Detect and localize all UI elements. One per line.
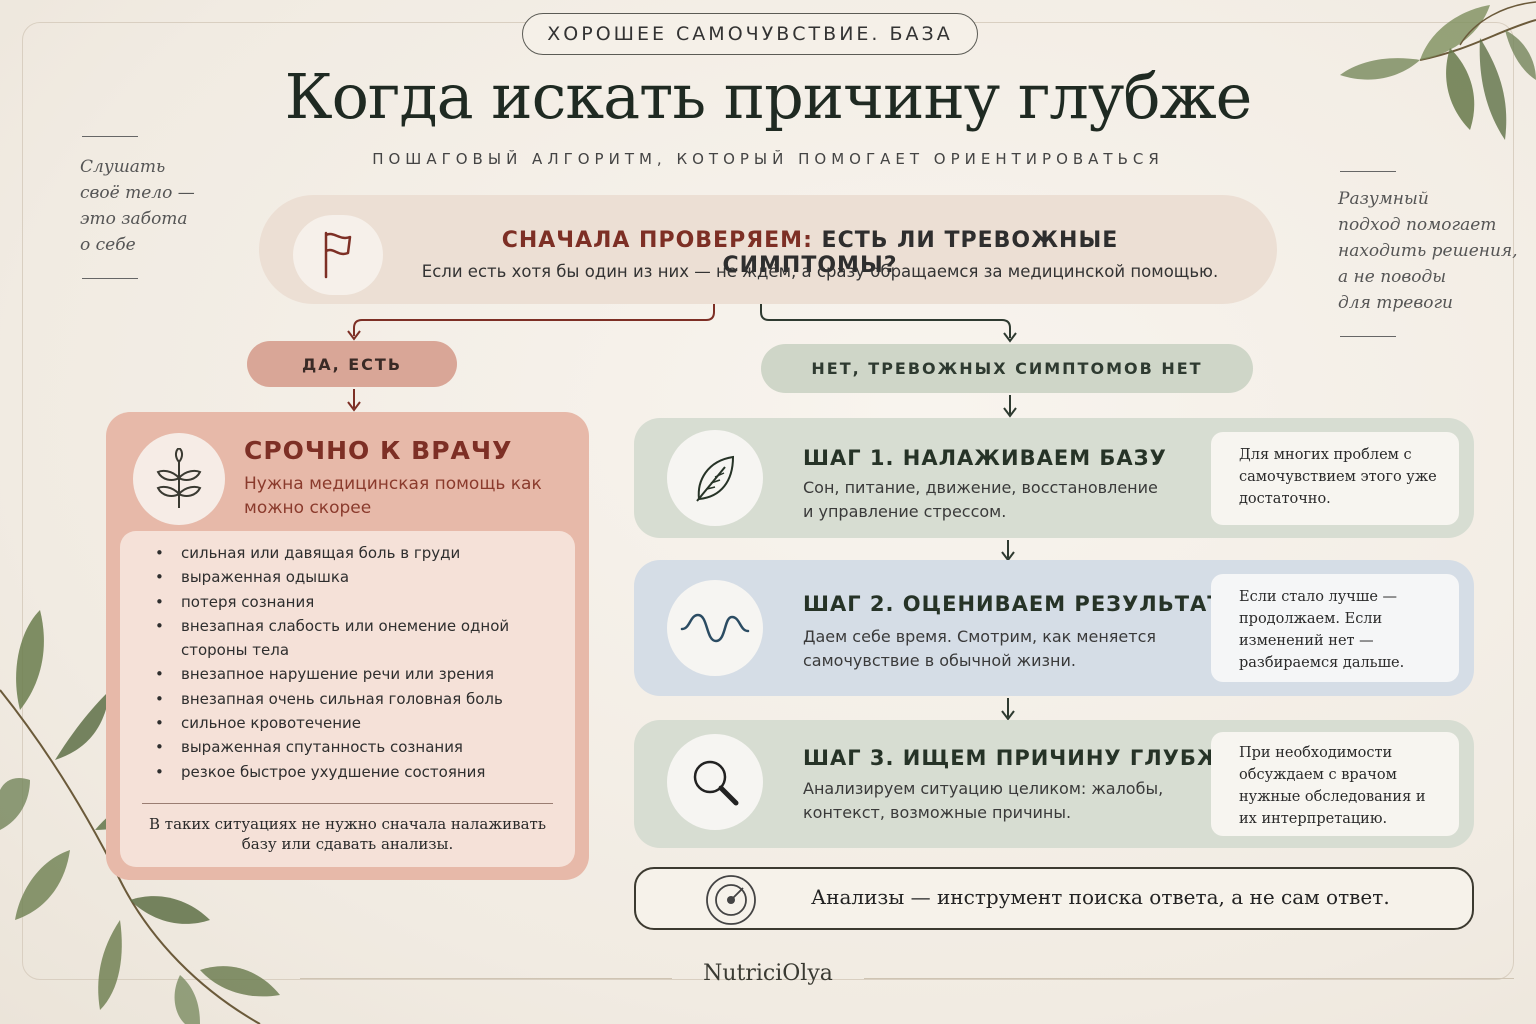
quote-right-line: Разумный <box>1338 189 1429 209</box>
step-2-title: ШАГ 2. ОЦЕНИВАЕМ РЕЗУЛЬТАТ <box>803 592 1223 616</box>
header-label: ХОРОШЕЕ САМОЧУВСТВИЕ. БАЗА <box>547 23 953 45</box>
bottom-statement-text: Анализы — инструмент поиска ответа, а не… <box>811 885 1390 909</box>
list-item: резкое быстрое ухудшение состояния <box>153 760 553 785</box>
quote-right: Разумный подход помогает находить решени… <box>1338 186 1528 316</box>
urgent-title: СРОЧНО К ВРАЧУ <box>244 436 513 465</box>
alarm-check-box <box>259 195 1277 304</box>
list-item: внезапная слабость или онемение одной ст… <box>153 614 553 663</box>
step-2-icon-circle <box>667 580 763 676</box>
step-2-note: Если стало лучше — продолжаем. Если изме… <box>1211 574 1459 682</box>
wave-icon <box>680 613 750 643</box>
step-3-title: ШАГ 3. ИЩЕМ ПРИЧИНУ ГЛУБЖЕ <box>803 746 1239 770</box>
step-2-text: Даем себе время. Смотрим, как меняется с… <box>803 627 1156 670</box>
bottom-statement-box <box>634 867 1474 930</box>
magnifier-icon <box>693 760 739 806</box>
branch-yes-pill: ДА, ЕСТЬ <box>247 341 457 387</box>
quote-right-bottom-rule <box>1340 336 1396 337</box>
page-subtitle: ПОШАГОВЫЙ АЛГОРИТМ, КОТОРЫЙ ПОМОГАЕТ ОРИ… <box>372 150 1164 168</box>
step-3-note: При необходимости обсуждаем с врачом нуж… <box>1211 732 1459 836</box>
quote-right-line: подход помогает <box>1338 215 1497 235</box>
step-1-icon-circle <box>667 430 763 526</box>
brand-rule-right <box>864 978 1514 979</box>
quote-right-top-rule <box>1340 171 1396 172</box>
urgent-subtitle: Нужна медицинская помощь как можно скоре… <box>244 474 542 518</box>
list-item: выраженная одышка <box>153 565 553 590</box>
brand-rule-left <box>300 978 672 979</box>
branch-yes-label: ДА, ЕСТЬ <box>301 354 403 374</box>
urgent-symptom-list: сильная или давящая боль в груди выражен… <box>153 541 553 784</box>
list-item: выраженная спутанность сознания <box>153 735 553 760</box>
alarm-check-title-rest: ЕСТЬ ЛИ ТРЕВОЖНЫЕ СИМПТОМЫ? <box>722 228 1119 278</box>
alarm-check-title-accent: СНАЧАЛА ПРОВЕРЯЕМ: <box>501 228 813 253</box>
quote-left: Слушать своё тело — это забота о себе <box>80 154 230 258</box>
branch-no-label: НЕТ, ТРЕВОЖНЫХ СИМПТОМОВ НЕТ <box>811 359 1203 378</box>
quote-left-line: Слушать <box>80 157 166 177</box>
flag-icon <box>324 231 352 279</box>
list-item: внезапное нарушение речи или зрения <box>153 662 553 687</box>
step-1-text: Сон, питание, движение, восстановление и… <box>803 478 1158 521</box>
step-3-text: Анализируем ситуацию целиком: жалобы, ко… <box>803 779 1164 822</box>
quote-left-top-rule <box>82 136 138 137</box>
urgent-icon-circle <box>133 433 225 525</box>
quote-left-line: это забота <box>80 209 188 229</box>
quote-left-line: своё тело — <box>80 183 195 203</box>
sprout-icon <box>156 448 202 508</box>
list-item: сильное кровотечение <box>153 711 553 736</box>
list-item: потеря сознания <box>153 590 553 615</box>
leaf-icon <box>696 455 735 502</box>
quote-right-line: а не поводы <box>1338 267 1447 287</box>
page-title: Когда искать причину глубже <box>284 60 1253 133</box>
alarm-check-text: Если есть хотя бы один из них — не ждём,… <box>421 262 1219 281</box>
header-label-pill: ХОРОШЕЕ САМОЧУВСТВИЕ. БАЗА <box>522 13 978 55</box>
quote-right-line: для тревоги <box>1338 293 1453 313</box>
step-1-title: ШАГ 1. НАЛАЖИВАЕМ БАЗУ <box>803 446 1167 470</box>
target-icon <box>706 875 756 925</box>
brand-name: NutriciOlya <box>703 961 833 986</box>
top-icon-circle <box>293 215 383 295</box>
quote-left-bottom-rule <box>82 278 138 279</box>
step-3-icon-circle <box>667 734 763 830</box>
urgent-divider <box>142 803 553 804</box>
list-item: внезапная очень сильная головная боль <box>153 687 553 712</box>
urgent-note: В таких ситуациях не нужно сначала налаж… <box>149 815 546 853</box>
quote-left-line: о себе <box>80 235 136 255</box>
quote-right-line: находить решения, <box>1338 241 1518 261</box>
step-1-note: Для многих проблем с самочувствием этого… <box>1211 432 1459 525</box>
branch-no-pill: НЕТ, ТРЕВОЖНЫХ СИМПТОМОВ НЕТ <box>761 344 1253 393</box>
alarm-check-title: СНАЧАЛА ПРОВЕРЯЕМ: ЕСТЬ ЛИ ТРЕВОЖНЫЕ СИМ… <box>410 228 1210 278</box>
list-item: сильная или давящая боль в груди <box>153 541 553 566</box>
